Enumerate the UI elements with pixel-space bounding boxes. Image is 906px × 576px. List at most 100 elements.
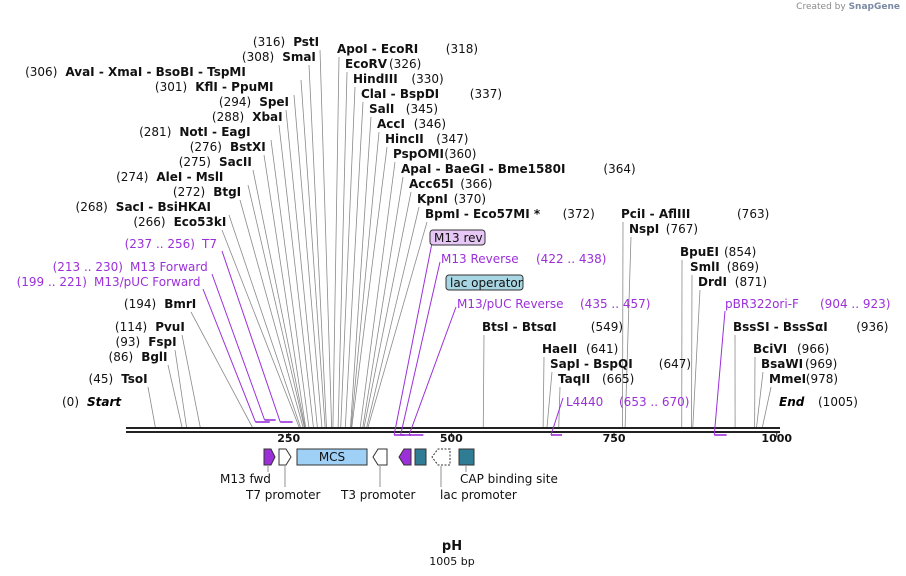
site-bsssi-bsss-i-936-name: BssSI - BssSαI: [733, 320, 828, 334]
site-smai-308-line: [308, 64, 327, 428]
site-sali-345: SalI(345): [369, 102, 438, 116]
site-hincii-347: HincII(347): [385, 132, 468, 146]
site-xbai-288-pos: (288): [212, 110, 244, 124]
primer-m13-puc-forward: M13/pUC Forward(199 .. 221): [17, 275, 270, 423]
site-bgli-86-name: BglI: [141, 350, 167, 364]
site-pvui-114: PvuI(114): [115, 320, 185, 334]
site-ecorv-326-name: EcoRV: [345, 57, 388, 71]
site-acc65i-366-name: Acc65I: [409, 177, 454, 191]
site-nspi-767: NspI(767): [629, 222, 698, 236]
site-alei-msli-274: AleI - MslI (274): [116, 170, 223, 184]
primer-l4440-name: L4440: [566, 395, 603, 409]
primer-m13-puc-forward-leader: [202, 288, 256, 423]
site-xbai-288-name: XbaI: [252, 110, 282, 124]
site-hincii-347-line: [351, 146, 388, 428]
site-btgi-272-name: BtgI: [213, 185, 241, 199]
cap-binding-site-feature: [458, 448, 475, 466]
primer-m13-forward-name: M13 Forward: [130, 260, 208, 274]
site-pcii-afliii-763-name: PciI - AflIII: [621, 207, 690, 221]
site-apai-baegi-bme1580i-364-name: ApaI - BaeGI - Bme1580I: [401, 162, 565, 176]
site-apai-baegi-bme1580i-364-line: [362, 176, 404, 428]
primer-pbr322ori-f-name: pBR322ori-F: [725, 297, 799, 311]
site-acc65i-366-line: [363, 191, 412, 428]
lac-promoter-arrow: [431, 448, 451, 466]
site-saci-bsihkai-268: SacI - BsiHKAI(268): [76, 200, 211, 214]
site-taqii-665-line: [558, 386, 561, 428]
primer-m13-reverse-range: (422 .. 438): [536, 252, 606, 266]
site-btsi-bts-i-549-name: BtsI - BtsαI: [482, 320, 557, 334]
site-pspomi-360-name: PspOMI: [393, 147, 444, 161]
site-sacii-275-name: SacII: [219, 155, 252, 169]
site-haeii-641: HaeII(641): [542, 342, 618, 356]
primer-m13-puc-reverse-leader: [408, 306, 457, 436]
site-psti-316: PstI(316): [253, 35, 319, 49]
site-bsawi-969: BsaWI(969): [761, 357, 837, 371]
site-bsssi-bsss-i-936-pos: (936): [856, 320, 888, 334]
site-clai-bspdi-337-name: ClaI - BspDI: [361, 87, 439, 101]
site-clai-bspdi-337-line: [344, 101, 364, 428]
site-fspi-93-pos: (93): [116, 335, 141, 349]
site-pcii-afliii-763: PciI - AflIII(763): [621, 207, 769, 221]
tick-label-1000: 1000: [761, 432, 792, 445]
site-btgi-272-pos: (272): [173, 185, 205, 199]
site-ecorv-326-pos: (326): [389, 57, 421, 71]
site-noti-eagi-281: NotI - EagI(281): [139, 125, 250, 139]
site-hincii-347-pos: (347): [436, 132, 468, 146]
site-nspi-767-name: NspI: [629, 222, 659, 236]
site-mmei-978-pos: (978): [806, 372, 838, 386]
site-mmei-978-line: [762, 386, 772, 428]
site-pspomi-360-line: [359, 161, 396, 428]
site-haeii-641-line: [542, 356, 545, 428]
site-alei-msli-274-name: AleI - MslI: [156, 170, 223, 184]
m13-fwd-label: M13 fwd: [220, 472, 271, 486]
site-btgi-272-line: [239, 199, 304, 428]
site-tsoi-45-line: [147, 386, 156, 428]
site-kfli-ppumi-301-name: KflI - PpuMI: [195, 80, 273, 94]
primer-pbr322ori-f-range: (904 .. 923): [820, 297, 890, 311]
primer-m13-forward-leader: [211, 273, 266, 421]
site-drdi-871-line: [692, 289, 701, 428]
primer-l4440-leader: [550, 397, 564, 436]
t7-promoter-label: T7 promoter: [245, 488, 321, 502]
site-fspi-93: FspI(93): [116, 335, 177, 349]
site-haeii-641-name: HaeII: [542, 342, 577, 356]
end-label: End: [779, 395, 805, 409]
site-bgli-86-pos: (86): [109, 350, 134, 364]
start-position: (0): [62, 395, 79, 409]
site-bstxi-276-line: [263, 154, 307, 428]
site-bmri-194: BmrI(194): [124, 297, 196, 311]
primer-m13-reverse-leader: [400, 261, 441, 436]
site-apoi-ecori-318: ApoI - EcoRI(318): [337, 42, 478, 56]
primer-m13-rev-leader: [393, 242, 433, 436]
site-pvui-114-line: [181, 334, 201, 428]
site-smli-869-name: SmlI: [690, 260, 720, 274]
site-bpmi-eco57mi-372: BpmI - Eco57MI *(372): [425, 207, 595, 221]
site-smli-869-line: [691, 274, 693, 428]
site-acci-346: AccI(346): [377, 117, 446, 131]
site-sapi-bspqi-647-pos: (647): [659, 357, 691, 371]
end-position: (1005): [818, 395, 858, 409]
site-alei-msli-274-pos: (274): [116, 170, 148, 184]
primer-m13-reverse: M13 Reverse(422 .. 438): [400, 252, 606, 436]
snapgene-brand: SnapGene: [848, 2, 900, 12]
primer-m13-forward: M13 Forward(213 .. 230): [53, 260, 276, 421]
site-kfli-ppumi-301: KflI - PpuMI(301): [155, 80, 274, 94]
primer-pbr322ori-f: pBR322ori-F (904 .. 923): [713, 297, 890, 436]
site-kpni-370-pos: (370): [454, 192, 486, 206]
site-sali-345-pos: (345): [406, 102, 438, 116]
site-kpni-370-line: [366, 206, 420, 428]
site-btsi-bts-i-549-line: [482, 334, 485, 428]
site-bcivi-966-pos: (966): [797, 342, 829, 356]
primer-m13-puc-forward-name: M13/pUC Forward: [94, 275, 201, 289]
feature-track: MCS M13 fwd T7 promoter T3 promoter lac …: [220, 448, 558, 502]
site-pspomi-360-pos: (360): [444, 147, 476, 161]
site-acc65i-366: Acc65I(366): [409, 177, 492, 191]
site-bgli-86-line: [167, 364, 183, 428]
tick-label-250: 250: [277, 432, 300, 445]
site-sacii-275-pos: (275): [179, 155, 211, 169]
site-kfli-ppumi-301-line: [293, 94, 323, 428]
site-bmri-194-line: [190, 311, 253, 428]
site-apai-baegi-bme1580i-364: ApaI - BaeGI - Bme1580I(364): [401, 162, 636, 176]
site-clai-bspdi-337-pos: (337): [470, 87, 502, 101]
t3-promoter-label: T3 promoter: [340, 488, 416, 502]
